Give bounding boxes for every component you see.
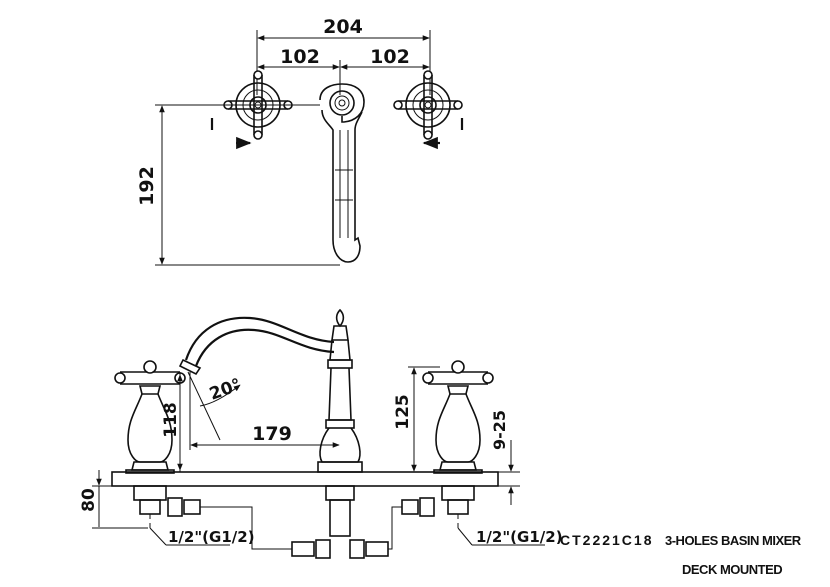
dim-right-half-label: 102 [370,46,410,68]
dim-spout-reach-label: 179 [252,423,292,445]
spout-front-icon [178,308,363,473]
front-view: 118 20° 179 125 9-25 80 1/2"(G1/2) 1/2"(… [79,308,563,559]
product-subtitle: DECK MOUNTED [682,562,782,577]
top-view: 204 102 102 [136,16,464,266]
dim-spout-angle-label: 20° [207,375,244,405]
product-title: 3-HOLES BASIN MIXER [665,533,802,548]
right-handle-top-icon [393,70,463,140]
inlet-left-label: 1/2"(G1/2) [168,528,255,546]
angle-arc [199,384,241,407]
inlet-right-label: 1/2"(G1/2) [476,528,563,546]
dim-handle-height-label: 125 [393,394,413,430]
spout-top-icon [319,83,365,263]
right-handle-front-icon [422,360,494,474]
dim-left-half-label: 102 [280,46,320,68]
deck-plate [111,471,499,487]
model-number: CT2221C18 [560,532,654,548]
dim-depth-label: 192 [136,166,158,206]
dim-under-deck-label: 80 [79,488,99,512]
caption: CT2221C18 3-HOLES BASIN MIXER DECK MOUNT… [560,532,802,577]
dim-overall-label: 204 [323,16,363,38]
under-deck-hardware [133,485,475,559]
dim-deck-thickness-label: 9-25 [490,410,509,450]
dim-spout-height-label: 118 [161,402,181,438]
